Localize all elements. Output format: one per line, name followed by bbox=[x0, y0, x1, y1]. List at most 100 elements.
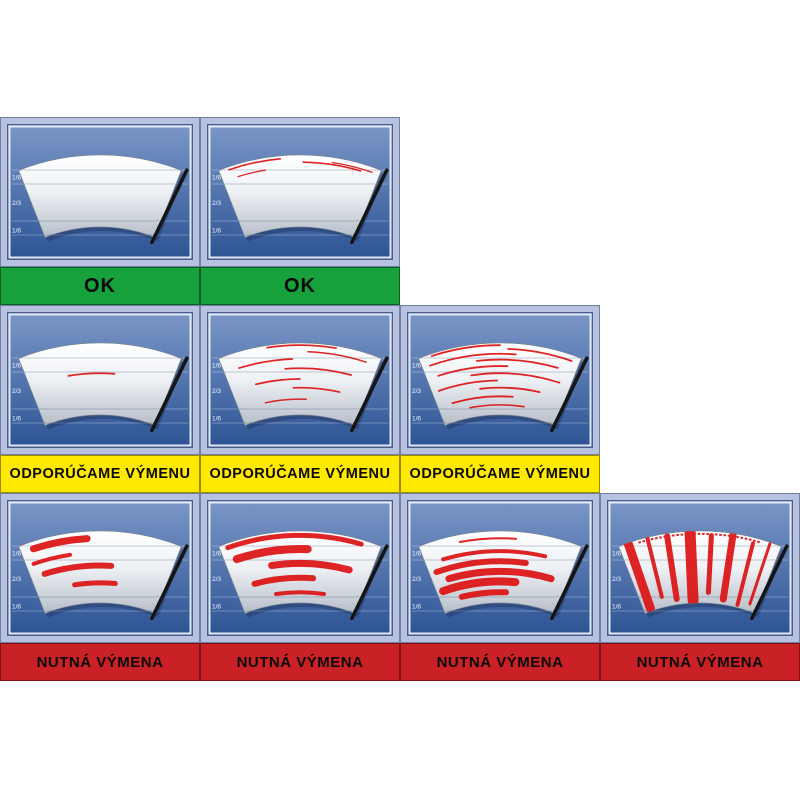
scale-label: 1/6 bbox=[412, 604, 421, 611]
wiper-panel: 1/6 2/3 1/6 bbox=[200, 305, 400, 455]
wiper-panel-graphic: 1/6 2/3 1/6 bbox=[7, 500, 193, 636]
scale-label: 1/6 bbox=[412, 363, 421, 370]
wiper-panel-graphic: 1/6 2/3 1/6 bbox=[407, 500, 593, 636]
wiper-panel: 1/6 2/3 1/6 bbox=[200, 493, 400, 643]
smear-marks bbox=[228, 158, 373, 178]
smear-marks bbox=[67, 372, 116, 377]
wipe-area bbox=[618, 530, 782, 614]
smear-marks bbox=[624, 530, 772, 613]
scale-label: 1/6 bbox=[212, 363, 221, 370]
status-label-bar: OK bbox=[0, 267, 200, 305]
wiper-blade bbox=[350, 356, 389, 433]
scale-label: 1/6 bbox=[612, 604, 621, 611]
status-label: NUTNÁ VÝMENA bbox=[36, 653, 164, 671]
scale-label: 1/6 bbox=[12, 175, 21, 182]
wipe-area bbox=[418, 342, 582, 426]
wiper-panel-graphic: 1/6 2/3 1/6 bbox=[207, 312, 393, 448]
wipe-area bbox=[218, 154, 382, 238]
scale-label: 1/6 bbox=[212, 604, 221, 611]
status-label-bar: NUTNÁ VÝMENA bbox=[400, 643, 600, 681]
smear-marks bbox=[433, 537, 555, 600]
top-print-marking bbox=[638, 532, 762, 544]
status-label-bar: NUTNÁ VÝMENA bbox=[200, 643, 400, 681]
scale-label: 1/6 bbox=[12, 416, 21, 423]
wiper-panel-graphic: 1/6 2/3 1/6 bbox=[7, 124, 193, 260]
wiper-panel: 1/6 2/3 1/6 bbox=[0, 305, 200, 455]
status-label: OK bbox=[284, 274, 316, 297]
wiper-blade bbox=[550, 544, 589, 621]
status-label-bar: ODPORÚČAME VÝMENU bbox=[200, 455, 400, 493]
scale-label: 2/3 bbox=[212, 388, 221, 395]
scale-label: 2/3 bbox=[12, 576, 21, 583]
wiper-panel-graphic: 1/6 2/3 1/6 bbox=[207, 500, 393, 636]
scale-label: 1/6 bbox=[12, 228, 21, 235]
wipe-area bbox=[18, 342, 182, 426]
wiper-blade bbox=[150, 356, 189, 433]
status-label: ODPORÚČAME VÝMENU bbox=[209, 466, 391, 482]
scale-label: 2/3 bbox=[12, 388, 21, 395]
scale-label: 2/3 bbox=[412, 576, 421, 583]
scale-label: 2/3 bbox=[212, 576, 221, 583]
status-label: OK bbox=[84, 274, 116, 297]
scale-label: 1/6 bbox=[212, 228, 221, 235]
wiper-panel-graphic: 1/6 2/3 1/6 bbox=[407, 312, 593, 448]
smear-marks bbox=[225, 532, 364, 596]
wiper-panel-graphic: 1/6 2/3 1/6 bbox=[207, 124, 393, 260]
status-label: NUTNÁ VÝMENA bbox=[436, 653, 564, 671]
scale-label: 2/3 bbox=[212, 200, 221, 207]
scale-label: 2/3 bbox=[612, 576, 621, 583]
smear-marks bbox=[429, 344, 573, 409]
scale-label: 2/3 bbox=[12, 200, 21, 207]
status-label: NUTNÁ VÝMENA bbox=[636, 653, 764, 671]
wiper-panel: 1/6 2/3 1/6 bbox=[200, 117, 400, 267]
scale-label: 1/6 bbox=[412, 416, 421, 423]
status-label-bar: ODPORÚČAME VÝMENU bbox=[0, 455, 200, 493]
wiper-panel: 1/6 2/3 1/6 bbox=[0, 493, 200, 643]
scale-label: 1/6 bbox=[12, 604, 21, 611]
scale-label: 1/6 bbox=[212, 551, 221, 558]
status-label-bar: OK bbox=[200, 267, 400, 305]
scale-label: 1/6 bbox=[12, 551, 21, 558]
smear-marks bbox=[238, 344, 367, 404]
scale-label: 1/6 bbox=[612, 551, 621, 558]
wipe-area bbox=[18, 154, 182, 238]
scale-label: 1/6 bbox=[212, 175, 221, 182]
status-label: ODPORÚČAME VÝMENU bbox=[9, 466, 191, 482]
wiper-panel: 1/6 2/3 1/6 bbox=[400, 493, 600, 643]
scale-label: 2/3 bbox=[412, 388, 421, 395]
scale-label: 1/6 bbox=[212, 416, 221, 423]
status-label: NUTNÁ VÝMENA bbox=[236, 653, 364, 671]
wiper-panel-graphic: 1/6 2/3 1/6 bbox=[7, 312, 193, 448]
status-label: ODPORÚČAME VÝMENU bbox=[409, 466, 591, 482]
wiper-panel-graphic: 1/6 2/3 1/6 bbox=[607, 500, 793, 636]
status-label-bar: ODPORÚČAME VÝMENU bbox=[400, 455, 600, 493]
wiper-panel: 1/6 2/3 1/6 bbox=[600, 493, 800, 643]
wiper-blade bbox=[550, 356, 589, 433]
scale-label: 1/6 bbox=[12, 363, 21, 370]
wipe-area bbox=[218, 342, 382, 426]
wiper-blade bbox=[750, 544, 789, 621]
wiper-panel: 1/6 2/3 1/6 bbox=[400, 305, 600, 455]
wiper-blade bbox=[150, 544, 189, 621]
wiper-blade bbox=[350, 544, 389, 621]
smear-marks bbox=[29, 535, 118, 588]
status-label-bar: NUTNÁ VÝMENA bbox=[600, 643, 800, 681]
status-label-bar: NUTNÁ VÝMENA bbox=[0, 643, 200, 681]
scale-label: 1/6 bbox=[412, 551, 421, 558]
wiper-blade bbox=[350, 168, 389, 245]
wiper-blade bbox=[150, 168, 189, 245]
